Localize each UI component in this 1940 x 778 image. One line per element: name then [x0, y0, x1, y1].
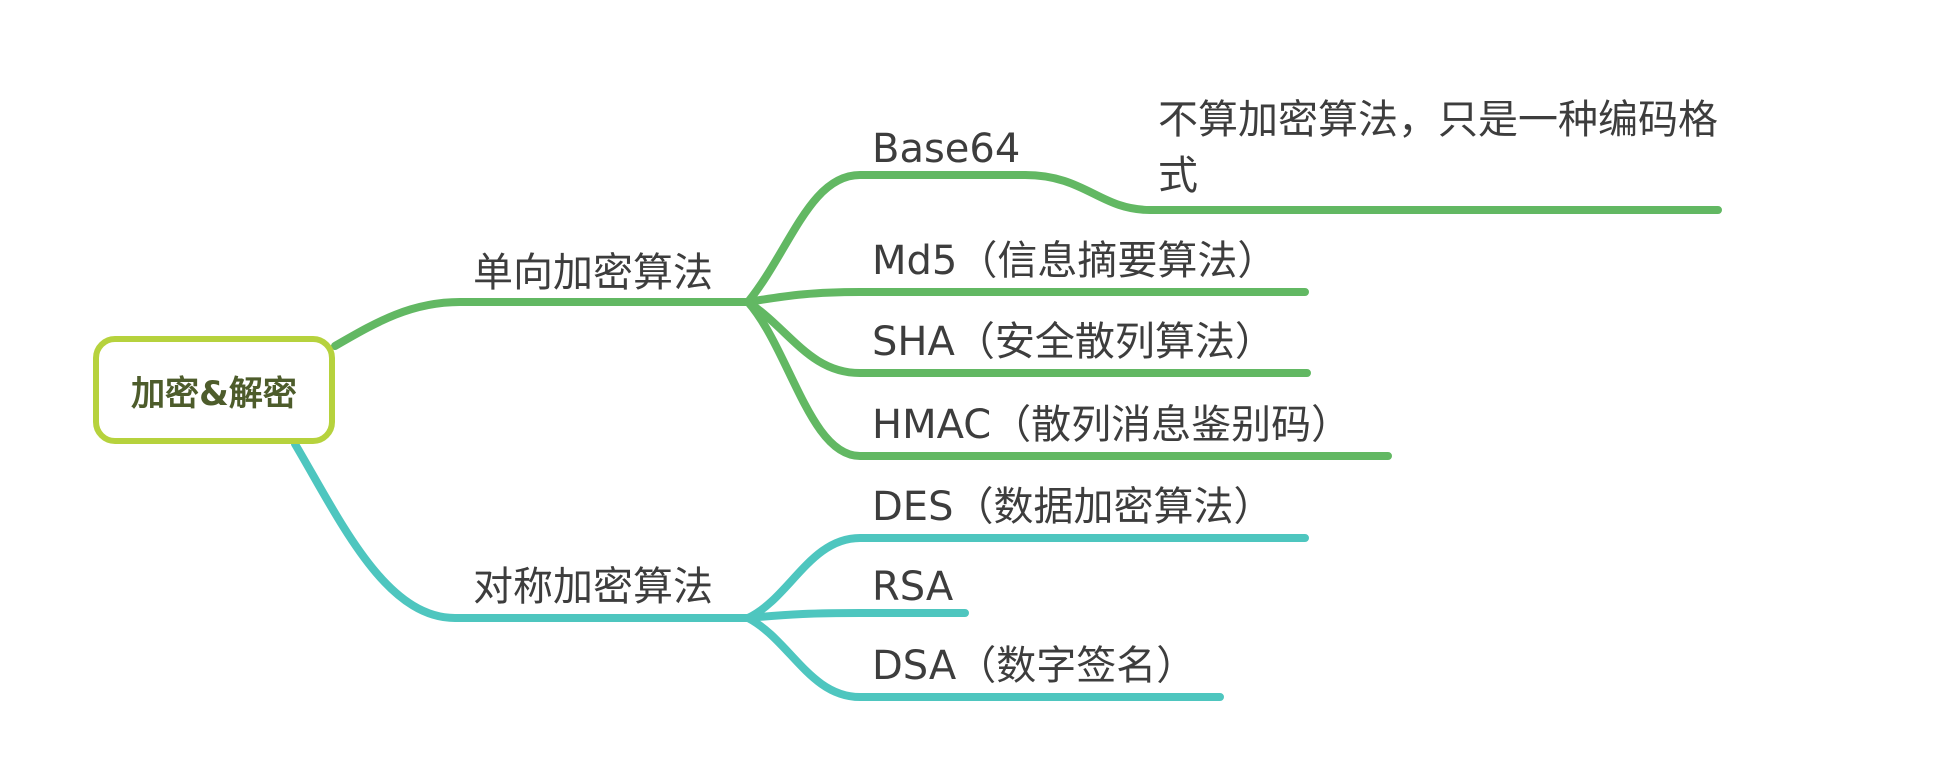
- connector-to-dsa: [744, 614, 1224, 701]
- node-md5-label[interactable]: Md5（信息摘要算法）: [872, 238, 1278, 284]
- branch-symmetric-label[interactable]: 对称加密算法: [473, 564, 713, 610]
- connector-to-sha: [744, 298, 1311, 377]
- node-sha-label[interactable]: SHA（安全散列算法）: [872, 319, 1275, 365]
- connector-to-hmac: [744, 298, 1392, 460]
- node-base64-note-label[interactable]: 不算加密算法，只是一种编码格式: [1158, 97, 1718, 199]
- branch-one-way-label[interactable]: 单向加密算法: [473, 250, 713, 296]
- connector-to-base64-note: [1021, 171, 1722, 214]
- node-des-label[interactable]: DES（数据加密算法）: [872, 484, 1274, 530]
- node-base64-label[interactable]: Base64: [872, 126, 1021, 172]
- connector-to-des: [744, 534, 1309, 622]
- node-hmac-label[interactable]: HMAC（散列消息鉴别码）: [872, 402, 1352, 448]
- root-node-label: 加密&解密: [131, 373, 297, 414]
- node-rsa-label[interactable]: RSA: [872, 564, 954, 610]
- root-node[interactable]: 加密&解密: [93, 336, 335, 444]
- connector-to-rsa: [744, 609, 969, 622]
- node-dsa-label[interactable]: DSA（数字签名）: [872, 643, 1197, 689]
- connector-to-base64: [744, 171, 1029, 306]
- connector-root-to-symmetric: [291, 440, 752, 622]
- connector-to-md5: [744, 288, 1309, 306]
- connector-root-to-one-way: [331, 298, 752, 350]
